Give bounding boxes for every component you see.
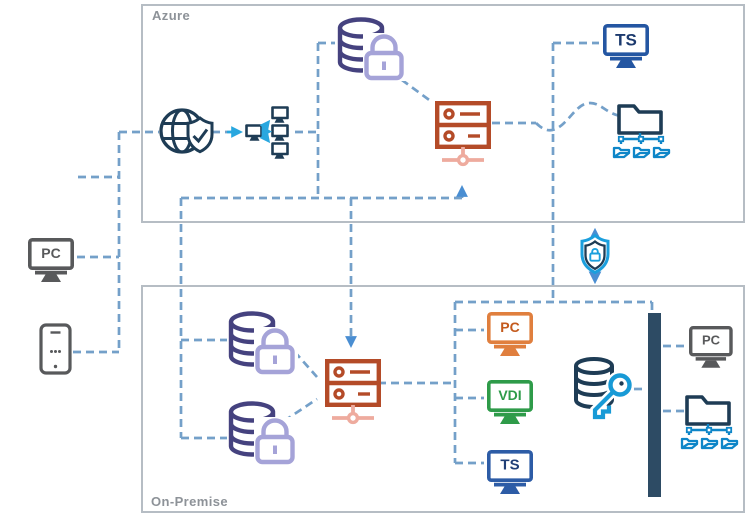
lb-stand <box>249 137 260 141</box>
lb-stand <box>274 155 285 159</box>
onprem-database-lock-2-icon <box>231 404 298 465</box>
onprem-folder-network-icon <box>680 395 739 450</box>
database-key-icon <box>574 357 634 422</box>
phone-body <box>39 323 72 375</box>
sync-lock-body <box>589 252 601 262</box>
phone-home-button <box>53 364 58 369</box>
azure-database-lock-icon <box>340 20 407 81</box>
sync-lock-shackle <box>591 248 599 254</box>
key-head-dot <box>619 381 624 386</box>
onprem-server-icon <box>327 361 379 422</box>
lb-stand <box>274 137 285 141</box>
azure-zone-label: Azure <box>152 8 190 23</box>
onprem-database-lock-1-icon <box>231 314 298 375</box>
onprem-zone-box <box>141 285 745 513</box>
shield <box>186 116 214 154</box>
right-pc-label: PC <box>702 333 721 348</box>
onprem-pc-label: PC <box>500 319 519 335</box>
lb-source-screen <box>245 124 263 138</box>
lb-stand <box>274 119 285 123</box>
shield-check <box>192 128 209 144</box>
onprem-zone-label: On-Premise <box>151 494 228 509</box>
key-blade <box>592 390 615 420</box>
lb-target-screen <box>271 124 289 138</box>
smartphone-icon <box>39 323 72 375</box>
phone-dot <box>50 350 53 353</box>
phone-dot <box>54 350 57 353</box>
onprem-vdi-label: VDI <box>498 387 521 403</box>
azure-server-icon <box>437 103 489 164</box>
line-wave-to-folders <box>535 101 621 132</box>
key <box>590 371 634 422</box>
lb-target-screen <box>271 106 289 120</box>
key-database-body <box>574 357 614 409</box>
onprem-ts-label: TS <box>500 457 519 474</box>
azure-folder-network-icon <box>612 104 671 159</box>
globe-shield-icon <box>159 108 214 154</box>
line-azuredb-to-server <box>390 70 433 104</box>
secure-sync-shield-icon <box>580 233 610 275</box>
left-pc-label: PC <box>41 245 60 261</box>
lb-arrow-up <box>259 119 271 132</box>
phone-dot <box>58 350 61 353</box>
azure-zone-box <box>141 4 745 223</box>
firewall-bar <box>648 313 661 497</box>
azure-ts-label: TS <box>615 31 637 50</box>
lb-target-screen <box>271 142 289 156</box>
lb-arrow-down <box>259 131 271 144</box>
load-balancer-icon <box>245 106 289 159</box>
